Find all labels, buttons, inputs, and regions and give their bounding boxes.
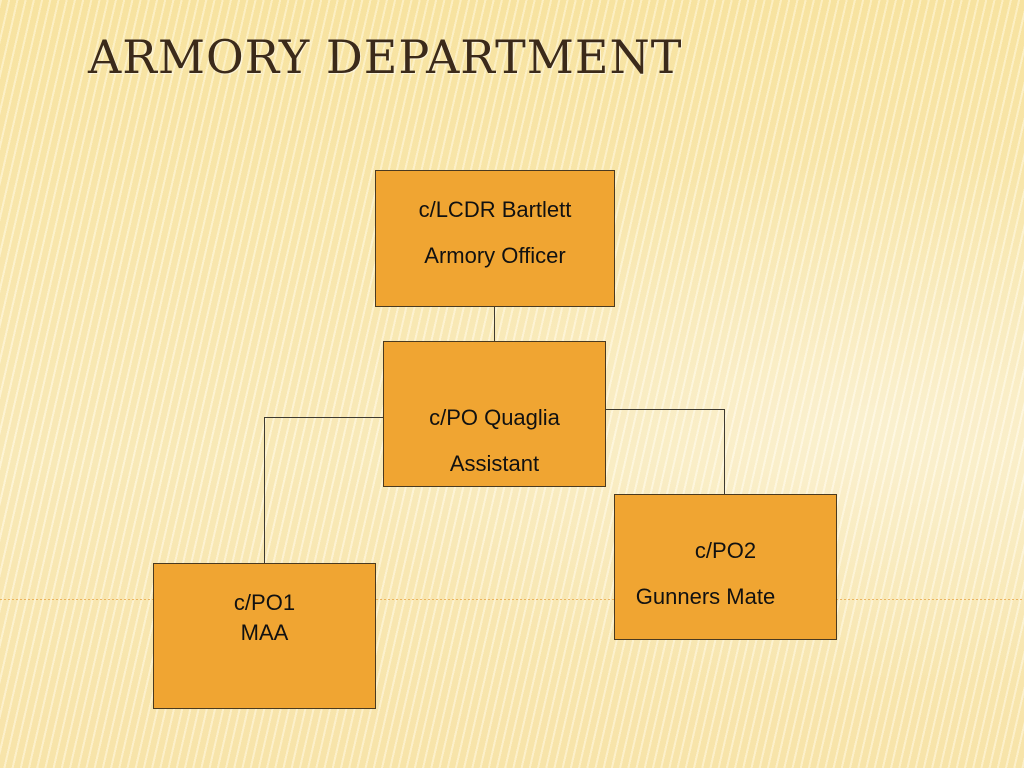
node-name: c/PO1 [233, 590, 296, 615]
node-name: c/PO2 [694, 538, 757, 563]
node-armory-officer: c/LCDR Bartlett Armory Officer [375, 170, 615, 307]
connector-officer-assistant [494, 306, 495, 342]
page-title: ARMORY DEPARTMENT [88, 30, 683, 84]
node-maa: c/PO1 MAA [153, 563, 376, 709]
node-role: Gunners Mate [635, 584, 776, 609]
node-role: Assistant [449, 451, 540, 476]
connector-assistant-gunner-horizontal [605, 409, 725, 410]
accent-line [0, 599, 1024, 600]
node-name: c/LCDR Bartlett [418, 197, 572, 222]
connector-assistant-maa-horizontal [264, 417, 384, 418]
node-role: Armory Officer [424, 243, 566, 268]
node-assistant: c/PO Quaglia Assistant [383, 341, 606, 487]
node-name: c/PO Quaglia [429, 405, 560, 430]
connector-assistant-maa-vertical [264, 417, 265, 564]
node-role: MAA [240, 620, 289, 645]
connector-assistant-gunner-vertical [724, 409, 725, 495]
node-gunners-mate: c/PO2 Gunners Mate [614, 494, 837, 640]
